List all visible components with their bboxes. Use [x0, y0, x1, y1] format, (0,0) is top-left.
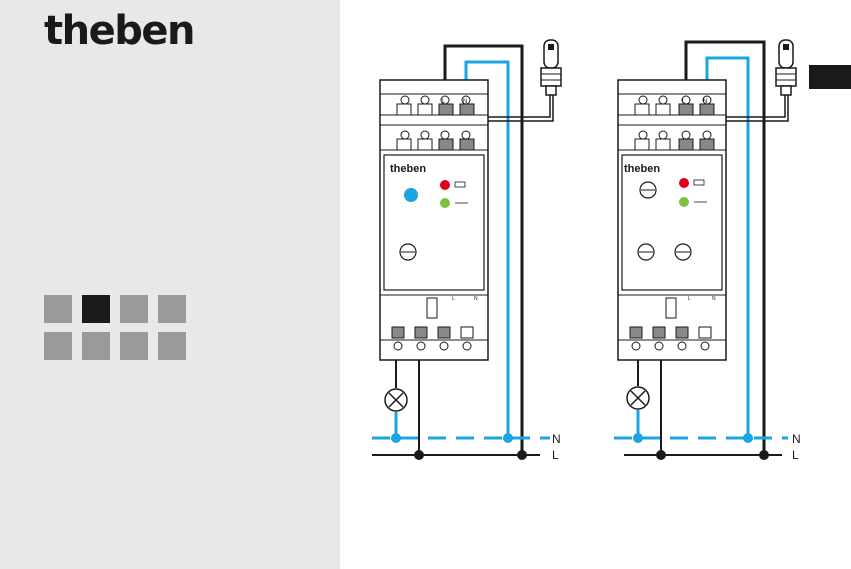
- lux-dial[interactable]: [638, 244, 654, 260]
- theben-logo: theben: [44, 8, 194, 54]
- nav-grid-square[interactable]: [120, 332, 148, 360]
- nav-grid-square[interactable]: [44, 295, 72, 323]
- sidebar-panel: theben: [0, 0, 340, 569]
- nav-grid-square[interactable]: [82, 332, 110, 360]
- nav-grid-square[interactable]: [82, 295, 110, 323]
- nav-grid-square[interactable]: [120, 295, 148, 323]
- phase-label: L: [552, 448, 559, 462]
- lamp-icon: [627, 387, 649, 409]
- light-sensor-icon: [776, 40, 796, 95]
- light-sensor-icon: [541, 40, 561, 95]
- wiring-diagrams: L N theben L N: [340, 0, 851, 569]
- switch-device-right: L N theben L N: [618, 80, 726, 360]
- nav-grid-square[interactable]: [44, 332, 72, 360]
- neutral-label: N: [792, 432, 801, 446]
- adjustment-dial[interactable]: [400, 244, 416, 260]
- mode-dial[interactable]: [640, 182, 656, 198]
- terminal-label-l-bottom: L: [452, 296, 455, 302]
- nav-grid-square[interactable]: [158, 332, 186, 360]
- terminal-label-l-bottom: L: [688, 296, 691, 302]
- wiring-diagram-right: L N theben L N: [614, 40, 801, 462]
- delay-dial[interactable]: [675, 244, 691, 260]
- terminal-label-n: N: [463, 99, 467, 105]
- status-led-red: [440, 180, 450, 190]
- wiring-diagram-left: L N theben L N: [372, 40, 561, 462]
- switch-device-left: L N theben L N: [380, 80, 488, 360]
- terminal-label-n-bottom: N: [712, 296, 716, 302]
- status-led-red: [679, 178, 689, 188]
- lamp-icon: [385, 389, 407, 411]
- phase-label: L: [792, 448, 799, 462]
- device-logo: theben: [624, 163, 660, 175]
- status-led-green: [679, 197, 689, 207]
- terminal-label-n-bottom: N: [474, 296, 478, 302]
- device-logo: theben: [390, 163, 426, 175]
- status-led-green: [440, 198, 450, 208]
- neutral-label: N: [552, 432, 561, 446]
- status-led-blue: [404, 188, 418, 202]
- terminal-label-n: N: [703, 99, 707, 105]
- nav-grid-square[interactable]: [158, 295, 186, 323]
